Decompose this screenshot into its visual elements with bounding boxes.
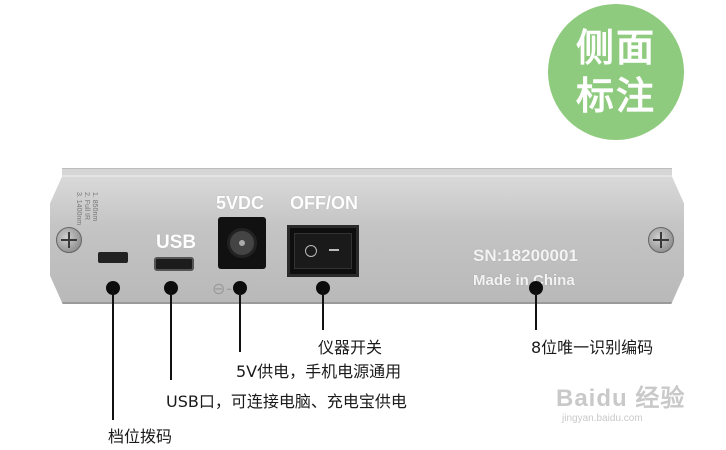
- usb-label: USB: [156, 232, 197, 253]
- callout-switch: 仪器开关: [318, 338, 383, 357]
- callout-power: 5V供电，手机电源通用: [236, 362, 402, 381]
- callout-line-usb: [170, 290, 172, 380]
- watermark-url: jingyan.baidu.com: [562, 413, 643, 424]
- dip-switch-legend: 1. 850nm 2. Full IR 3. 1400nm: [75, 192, 98, 226]
- dc-power-jack[interactable]: [218, 217, 266, 269]
- offon-label: OFF/ON: [290, 193, 358, 213]
- callout-dip: 档位拨码: [108, 427, 173, 446]
- callout-line-switch: [322, 290, 324, 330]
- dip-switch[interactable]: [98, 252, 128, 263]
- side-annotation-badge: 侧面 标注: [548, 4, 684, 140]
- 5vdc-label: 5VDC: [216, 193, 265, 213]
- callout-dot-power: [233, 281, 247, 295]
- on-symbol-icon: [329, 249, 339, 251]
- baidu-paw-logo: Baidu 经验: [556, 385, 686, 412]
- dc-jack-pin: [239, 240, 245, 246]
- power-rocker-switch[interactable]: [287, 225, 359, 277]
- callout-usb: USB口，可连接电脑、充电宝供电: [166, 392, 407, 411]
- screw-right-icon: [648, 227, 674, 253]
- dc-jack-socket: [227, 228, 257, 258]
- callout-serial: 8位唯一识别编码: [531, 338, 654, 357]
- callout-line-power: [239, 290, 241, 352]
- callout-dot-dip: [106, 281, 120, 295]
- panel-top-edge: [62, 168, 672, 177]
- baidu-watermark: Baidu 经验 jingyan.baidu.com: [556, 378, 685, 424]
- callout-dot-serial: [529, 281, 543, 295]
- usb-port[interactable]: [154, 257, 194, 271]
- made-in-label: Made in China: [473, 272, 575, 289]
- screw-left-icon: [56, 227, 82, 253]
- rocker-face: [294, 233, 352, 269]
- callout-line-serial: [535, 290, 537, 330]
- callout-dot-switch: [316, 281, 330, 295]
- badge-line2: 标注: [575, 74, 656, 118]
- callout-dot-usb: [164, 281, 178, 295]
- off-symbol-icon: [305, 245, 317, 257]
- badge-line1: 侧面: [575, 26, 656, 70]
- serial-number: SN:18200001: [473, 246, 578, 265]
- callout-line-dip: [112, 290, 114, 420]
- device-side-panel: [50, 175, 684, 304]
